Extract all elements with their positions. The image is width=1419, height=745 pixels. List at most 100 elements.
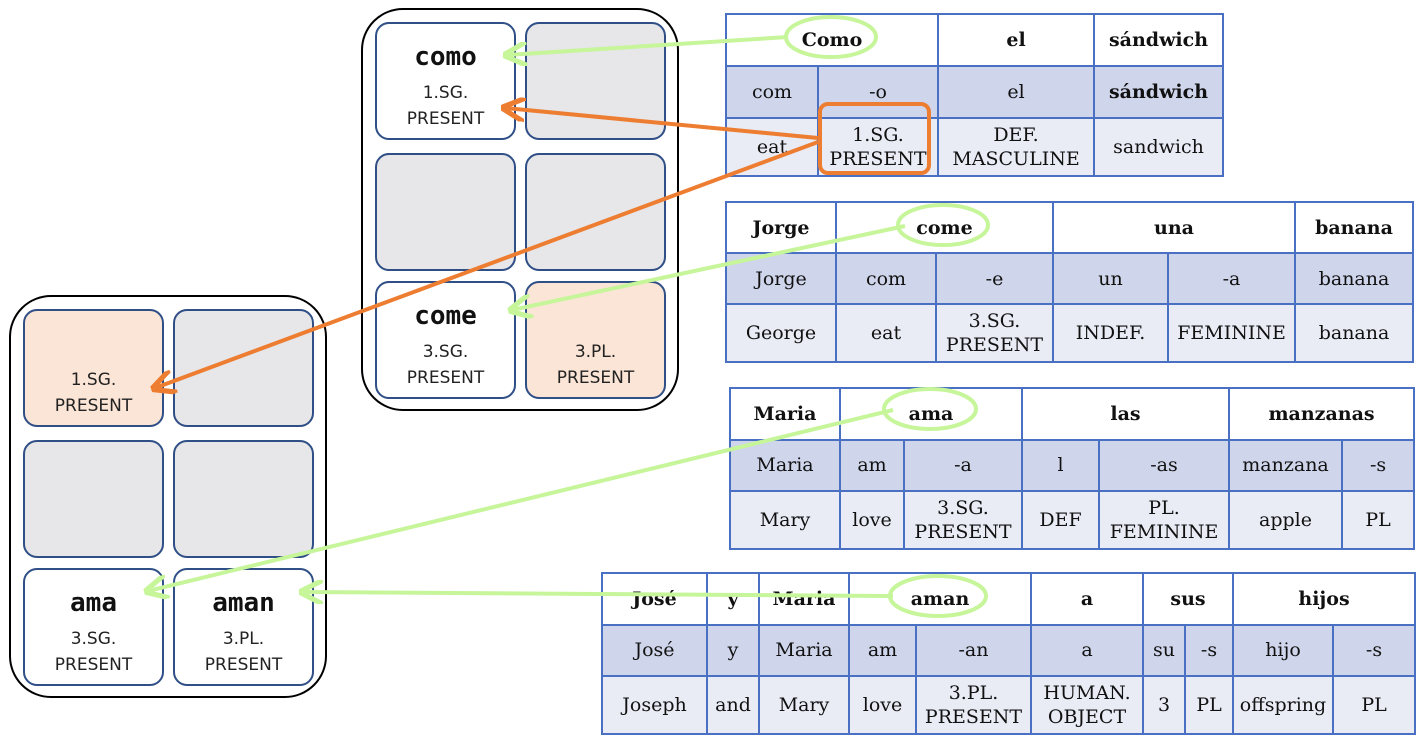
gloss-cell: PL: [1332, 675, 1417, 735]
gloss-cell: 3.SG.PRESENT: [902, 490, 1024, 550]
gloss-cell: -s: [1341, 438, 1416, 493]
top-paradigm-panel: como 1.SG.PRESENT come 3.SG.PRESENT 3.PL.P…: [361, 8, 679, 411]
left-paradigm-panel: 1.SG.PRESENT ama 3.SG.PRESENT aman 3.PL.PR…: [9, 295, 327, 698]
gloss-cell: com: [835, 252, 937, 306]
paradigm-gloss: 3.SG.PRESENT: [54, 629, 133, 675]
gloss-cell: PL.FEMININE: [1098, 490, 1231, 550]
gloss-cell: offspring: [1232, 675, 1335, 735]
paradigm-cell: [525, 22, 666, 140]
gloss-cell: am: [848, 623, 917, 678]
gloss-cell: una: [1051, 200, 1297, 255]
gloss-cell: un: [1052, 252, 1169, 306]
gloss-cell: aman: [847, 572, 1033, 626]
gloss-cell: eat: [835, 303, 937, 363]
gloss-cell: Mary: [758, 675, 850, 735]
gloss-cell: manzanas: [1228, 387, 1416, 441]
gloss-cell: am: [839, 438, 905, 493]
gloss-cell: banana: [1294, 303, 1415, 363]
gloss-cell: l: [1021, 438, 1101, 493]
gloss-cell: apple: [1228, 490, 1344, 550]
gloss-cell: banana: [1294, 252, 1415, 306]
gloss-cell: Como: [724, 13, 940, 67]
paradigm-gloss: 3.PL.PRESENT: [204, 629, 283, 675]
gloss-cell: -e: [935, 252, 1054, 306]
gloss-cell: 3: [1142, 675, 1187, 735]
gloss-cell: Maria: [729, 387, 841, 441]
gloss-cell: el: [937, 13, 1096, 67]
gloss-cell: FEMININE: [1166, 303, 1297, 363]
gloss-cell: love: [848, 675, 917, 735]
gloss-cell: hijo: [1232, 623, 1335, 678]
gloss-cell: -a: [1166, 252, 1297, 306]
paradigm-gloss: 1.SG.PRESENT: [54, 370, 133, 416]
gloss-cell: José: [601, 623, 708, 678]
gloss-cell: banana: [1294, 200, 1415, 255]
gloss-cell: and: [706, 675, 760, 735]
paradigm-word: ama: [70, 588, 117, 618]
gloss-cell: su: [1142, 623, 1187, 678]
gloss-cell: -s: [1184, 623, 1235, 678]
gloss-cell: Maria: [758, 572, 850, 626]
paradigm-gloss: 3.SG.PRESENT: [406, 342, 485, 388]
gloss-cell: y: [706, 572, 760, 626]
paradigm-cell: [525, 153, 666, 271]
paradigm-gloss: 3.PL.PRESENT: [556, 342, 635, 388]
gloss-cell: come: [835, 200, 1054, 255]
gloss-cell: Jorge: [725, 252, 837, 306]
gloss-cell: DEF: [1021, 490, 1101, 550]
gloss-cell: sándwich: [1093, 13, 1225, 67]
gloss-cell: DEF.MASCULINE: [937, 116, 1096, 178]
gloss-cell: 1.SG.PRESENT: [816, 116, 940, 178]
gloss-cell: PL: [1184, 675, 1235, 735]
paradigm-cell: [375, 153, 516, 271]
paradigm-word: aman: [212, 588, 275, 618]
gloss-cell: -an: [914, 623, 1033, 678]
gloss-cell: el: [937, 64, 1096, 119]
gloss-cell: PL: [1341, 490, 1416, 550]
gloss-cell: Joseph: [601, 675, 708, 735]
gloss-cell: sándwich: [1093, 64, 1225, 119]
paradigm-cell: 1.SG.PRESENT: [23, 309, 164, 427]
gloss-cell: hijos: [1232, 572, 1417, 626]
gloss-cell: Maria: [758, 623, 850, 678]
paradigm-gloss: 1.SG.PRESENT: [406, 83, 485, 129]
gloss-cell: Maria: [729, 438, 841, 493]
paradigm-cell: ama 3.SG.PRESENT: [23, 568, 164, 686]
gloss-cell: eat: [725, 116, 819, 178]
gloss-cell: HUMAN.OBJECT: [1030, 675, 1145, 735]
gloss-cell: sandwich: [1093, 116, 1225, 178]
gloss-cell: 3.PL.PRESENT: [914, 675, 1033, 735]
gloss-cell: George: [725, 303, 837, 363]
paradigm-cell: aman 3.PL.PRESENT: [173, 568, 314, 686]
paradigm-cell: [173, 440, 314, 558]
gloss-cell: José: [601, 572, 708, 626]
gloss-cell: -a: [902, 438, 1024, 493]
paradigm-cell: come 3.SG.PRESENT: [375, 281, 516, 399]
gloss-cell: manzana: [1228, 438, 1344, 493]
gloss-cell: y: [706, 623, 760, 678]
gloss-cell: -as: [1098, 438, 1231, 493]
gloss-cell: Mary: [729, 490, 841, 550]
paradigm-word: como: [414, 42, 477, 72]
gloss-cell: las: [1021, 387, 1231, 441]
gloss-cell: 3.SG.PRESENT: [935, 303, 1054, 363]
paradigm-cell: [173, 309, 314, 427]
gloss-cell: INDEF.: [1052, 303, 1169, 363]
gloss-cell: a: [1030, 623, 1145, 678]
paradigm-word: come: [414, 301, 477, 331]
gloss-cell: -s: [1332, 623, 1417, 678]
gloss-cell: sus: [1142, 572, 1235, 626]
gloss-cell: love: [839, 490, 905, 550]
paradigm-cell: 3.PL.PRESENT: [525, 281, 666, 399]
gloss-cell: a: [1030, 572, 1145, 626]
paradigm-cell: como 1.SG.PRESENT: [375, 22, 516, 140]
gloss-cell: ama: [838, 387, 1024, 441]
paradigm-cell: [23, 440, 164, 558]
gloss-cell: Jorge: [725, 200, 837, 255]
gloss-cell: -o: [816, 64, 940, 119]
gloss-cell: com: [725, 64, 819, 119]
